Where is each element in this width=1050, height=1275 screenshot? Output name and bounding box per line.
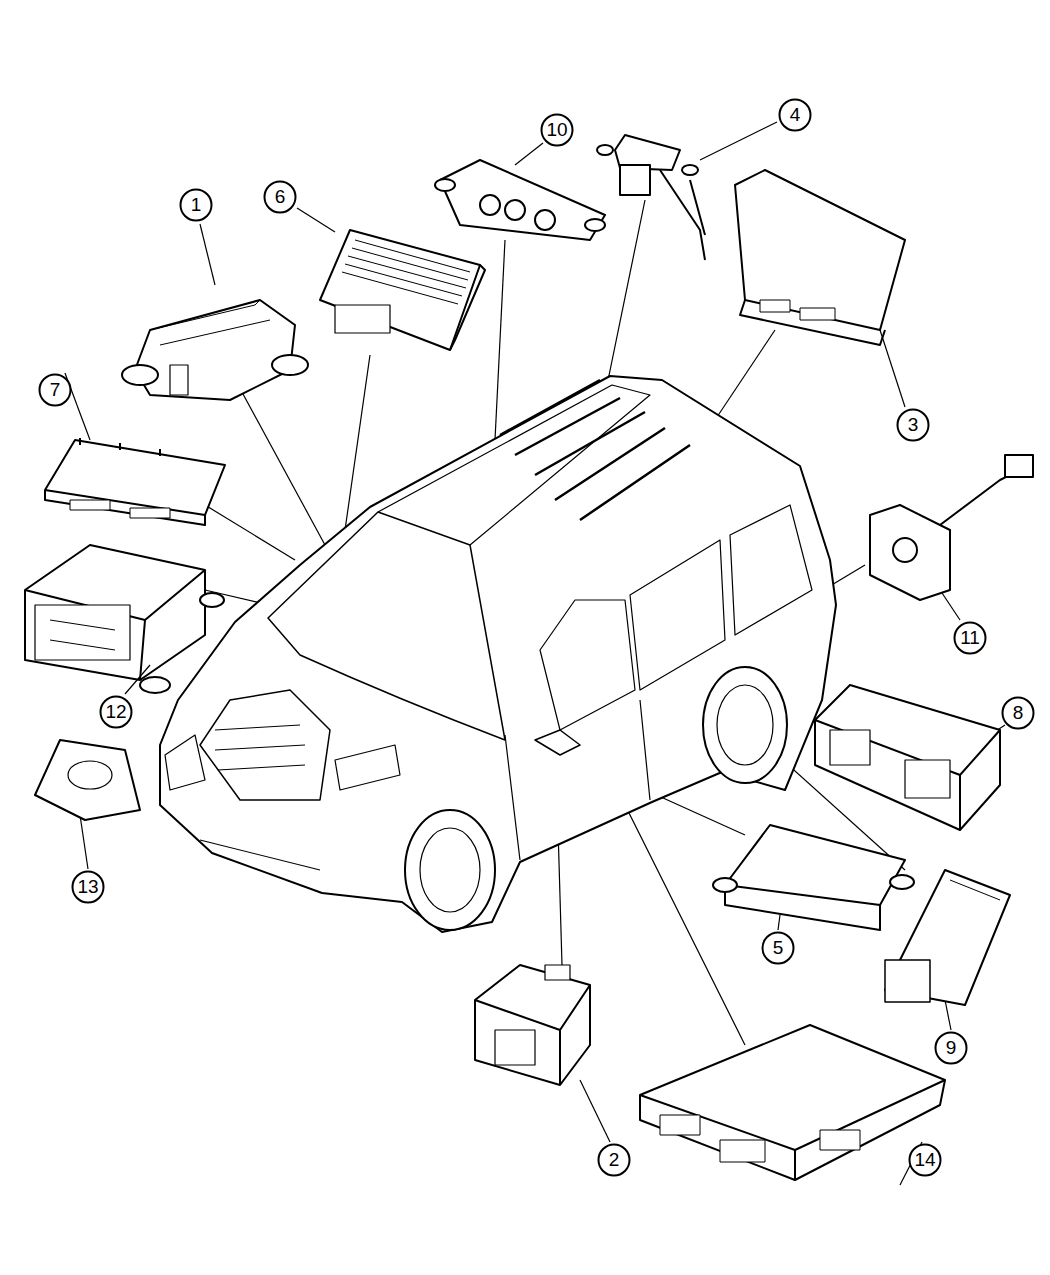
module-10 <box>435 160 605 240</box>
module-8 <box>815 685 1000 830</box>
module-1 <box>122 300 308 400</box>
callout-number: 11 <box>960 627 980 649</box>
callout-number: 13 <box>77 876 98 898</box>
callout-circle: 8 <box>1001 696 1035 730</box>
callout-number: 6 <box>275 186 286 208</box>
callout-number: 7 <box>50 379 61 401</box>
module-4 <box>597 135 705 260</box>
callout-circle: 9 <box>934 1031 968 1065</box>
callout-number: 9 <box>946 1037 957 1059</box>
callout-number: 12 <box>105 701 126 723</box>
module-9 <box>885 870 1010 1005</box>
callout-circle: 13 <box>71 870 105 904</box>
callout-number: 5 <box>773 937 784 959</box>
module-3 <box>735 170 905 345</box>
module-12 <box>25 545 224 693</box>
callout-circle: 11 <box>953 621 987 655</box>
module-2 <box>475 965 590 1085</box>
module-11 <box>870 455 1033 600</box>
callout-circle: 12 <box>99 695 133 729</box>
leader-lines <box>65 122 1005 1185</box>
callout-circle: 7 <box>38 373 72 407</box>
callout-circle: 6 <box>263 180 297 214</box>
callout-number: 3 <box>908 414 919 436</box>
module-7 <box>45 438 225 525</box>
callout-circle: 4 <box>778 98 812 132</box>
callout-circle: 3 <box>896 408 930 442</box>
callout-circle: 5 <box>761 931 795 965</box>
callout-circle: 1 <box>179 188 213 222</box>
callout-number: 8 <box>1013 702 1024 724</box>
callout-circle: 2 <box>597 1143 631 1177</box>
callout-circle: 10 <box>540 113 574 147</box>
callout-number: 10 <box>546 119 567 141</box>
callout-circle: 14 <box>908 1143 942 1177</box>
module-5 <box>713 825 914 930</box>
module-13 <box>35 740 140 820</box>
callout-number: 2 <box>609 1149 620 1171</box>
callout-number: 14 <box>914 1149 935 1171</box>
module-6 <box>320 230 485 350</box>
minivan <box>160 376 836 932</box>
callout-number: 1 <box>191 194 202 216</box>
module-14 <box>640 1025 945 1180</box>
callout-number: 4 <box>790 104 801 126</box>
